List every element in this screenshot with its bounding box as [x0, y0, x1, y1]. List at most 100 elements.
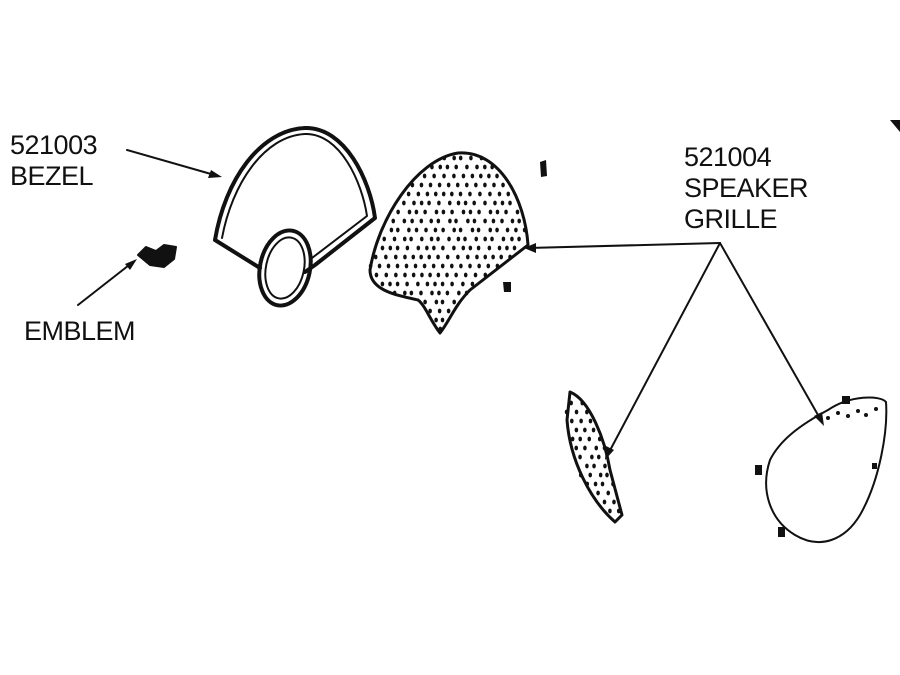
perforation-dot	[374, 272, 379, 278]
perforation-dot	[600, 481, 605, 487]
perforation-dot	[606, 490, 611, 496]
perforation-dot	[465, 164, 469, 170]
perforation-dot	[392, 290, 397, 296]
perforation-dot	[419, 200, 424, 206]
perforation-dot	[488, 191, 492, 197]
perforation-dot	[403, 272, 407, 278]
perforation-dot	[574, 445, 579, 451]
perforation-dot	[602, 445, 607, 451]
perforation-dot	[598, 472, 603, 478]
perforation-dot	[419, 236, 424, 242]
perforation-dot	[517, 218, 521, 224]
perforation-dot	[500, 200, 505, 206]
grille-label-2: GRILLE	[684, 204, 778, 234]
perforation-dot	[384, 254, 388, 260]
perforation-dot	[407, 209, 412, 215]
perforation-dot	[475, 164, 479, 170]
perforation-dot	[592, 463, 596, 469]
perforation-dot	[452, 173, 456, 179]
bezel-label: BEZEL	[10, 161, 94, 191]
perforation-dot	[431, 263, 436, 269]
perforation-dot	[430, 164, 434, 170]
perforation-dot	[479, 155, 484, 161]
perforation-dot	[478, 191, 482, 197]
perforation-dot	[508, 254, 512, 260]
perforation-dot	[500, 218, 504, 224]
perforation-dot	[440, 299, 445, 305]
perforation-dot	[488, 227, 493, 233]
perforation-dot	[396, 209, 400, 215]
bezel-drawing	[213, 125, 377, 308]
perforation-dot	[373, 254, 378, 260]
perforation-dot	[461, 209, 466, 215]
perforation-dot	[501, 236, 506, 242]
perforation-dot	[428, 272, 432, 278]
perforation-dot	[442, 155, 447, 161]
perforation-dot	[517, 236, 521, 242]
perforation-dot	[608, 508, 612, 514]
perforation-dot	[472, 200, 476, 206]
perforation-dot	[449, 263, 454, 269]
perforation-dot	[578, 454, 582, 460]
perforation-dot	[454, 218, 458, 224]
perforation-dot	[457, 290, 461, 296]
perforation-dot	[377, 263, 382, 269]
perforation-dot	[436, 272, 441, 278]
perforation-dot	[448, 218, 452, 224]
grille-label-1: SPEAKER	[684, 173, 809, 203]
perforation-dot	[382, 236, 387, 242]
perforation-dot	[441, 227, 445, 233]
perforation-dot	[425, 245, 429, 251]
perforation-dot	[593, 481, 598, 487]
perforation-dot	[461, 281, 465, 287]
perforation-dot	[441, 209, 446, 215]
perforation-dot	[596, 454, 601, 460]
perforation-dot	[458, 155, 463, 161]
perforation-dot	[483, 254, 488, 260]
perforation-dot	[495, 227, 499, 233]
perforation-dot	[420, 272, 424, 278]
perforation-dot	[454, 164, 459, 170]
perforation-dot	[483, 236, 487, 242]
perforation-dot	[438, 164, 443, 170]
perforation-dot	[411, 272, 416, 278]
perforation-dot	[394, 272, 398, 278]
perforation-dot	[569, 400, 573, 406]
perforation-dot	[596, 490, 600, 496]
perforation-dot	[384, 272, 389, 278]
perforation-dot	[419, 254, 423, 260]
perforation-dot	[506, 191, 511, 197]
perforation-dot	[475, 254, 479, 260]
perforation-dot	[476, 227, 481, 233]
perforation-dot	[447, 200, 452, 206]
perforation-dot	[395, 227, 400, 233]
perforation-dot	[570, 436, 575, 442]
perforation-dot	[380, 281, 385, 287]
perforation-dot	[486, 263, 491, 269]
perforation-dot	[483, 218, 487, 224]
perforation-dot	[425, 281, 430, 287]
perforation-dot	[404, 263, 409, 269]
perforation-dot	[437, 308, 442, 314]
perforation-dot	[470, 173, 475, 179]
perforation-dot	[423, 299, 427, 305]
perforation-dot	[429, 218, 434, 224]
perforation-dot	[425, 191, 430, 197]
perforation-dot	[497, 245, 502, 251]
perforation-dot	[413, 263, 418, 269]
perforation-dot	[416, 245, 421, 251]
perforation-dot	[505, 227, 510, 233]
emblem-drawing	[137, 244, 177, 268]
perforation-dot	[414, 227, 419, 233]
perforation-dot	[472, 218, 477, 224]
perforation-dot	[388, 245, 393, 251]
perforation-dot	[434, 299, 439, 305]
perforation-dot	[585, 463, 589, 469]
perforation-dot	[495, 263, 500, 269]
perforation-dot	[392, 236, 397, 242]
perforation-dot	[611, 481, 615, 487]
perforation-dot	[468, 245, 473, 251]
perforation-dot	[386, 263, 391, 269]
perforation-dot	[419, 290, 423, 296]
